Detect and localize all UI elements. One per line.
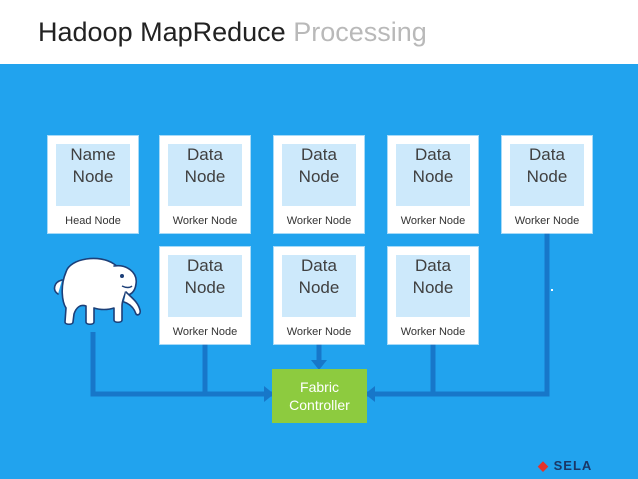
data-node-title-line2: Node — [298, 278, 340, 297]
decorative-dot — [551, 289, 553, 291]
data-node-b1: Data Node Worker Node — [160, 247, 250, 344]
controller-line1: Fabric — [300, 379, 339, 395]
data-node-title-line2: Node — [298, 167, 340, 186]
data-node-label: Worker Node — [400, 326, 466, 338]
hadoop-elephant-icon — [53, 257, 141, 326]
data-node-title-line1: Data — [529, 145, 565, 164]
data-node-label: Worker Node — [514, 215, 580, 227]
data-node-t4: Data Node Worker Node — [388, 136, 478, 233]
data-node-title-line2: Node — [184, 167, 226, 186]
data-node-label: Worker Node — [286, 326, 352, 338]
data-node-t3: Data Node Worker Node — [274, 136, 364, 233]
data-node-b2: Data Node Worker Node — [274, 247, 364, 344]
page-title: Hadoop MapReduce Processing — [38, 14, 427, 50]
data-node-b3: Data Node Worker Node — [388, 247, 478, 344]
arrow-to-controller-left — [264, 386, 274, 402]
arrow-to-controller-right — [365, 386, 375, 402]
fabric-controller: Fabric Controller — [272, 369, 367, 423]
sela-logo: ◆ SELA — [538, 458, 592, 474]
connector-data-node-t5 — [367, 233, 550, 397]
data-node-title-line2: Node — [412, 278, 454, 297]
data-node-title-line1: Data — [187, 145, 223, 164]
data-node-title-line1: Data — [415, 145, 451, 164]
data-node-label: Worker Node — [286, 215, 352, 227]
data-node-label: Worker Node — [172, 326, 238, 338]
data-node-title-line2: Node — [526, 167, 568, 186]
data-node-label: Worker Node — [172, 215, 238, 227]
title-main: Hadoop MapReduce — [38, 17, 286, 47]
name-node-title-line2: Node — [72, 167, 114, 186]
sela-logo-mark-icon: ◆ — [538, 458, 549, 473]
data-node-title-line1: Data — [301, 256, 337, 275]
data-node-title-line1: Data — [187, 256, 223, 275]
data-node-t2: Data Node Worker Node — [160, 136, 250, 233]
data-node-title-line1: Data — [301, 145, 337, 164]
data-node-label: Worker Node — [400, 215, 466, 227]
sela-logo-text: SELA — [553, 458, 593, 473]
name-node-label: Head Node — [65, 215, 121, 227]
connector-name-node — [90, 332, 272, 397]
name-node-title-line1: Name — [70, 145, 116, 164]
data-node-title-line1: Data — [415, 256, 451, 275]
data-node-title-line2: Node — [184, 278, 226, 297]
data-node-title-line2: Node — [412, 167, 454, 186]
name-node: Name Node Head Node — [48, 136, 138, 233]
arrow-to-controller-top — [311, 360, 327, 370]
data-node-t5: Data Node Worker Node — [502, 136, 592, 233]
title-accent: Processing — [293, 17, 427, 47]
controller-line2: Controller — [289, 397, 350, 413]
